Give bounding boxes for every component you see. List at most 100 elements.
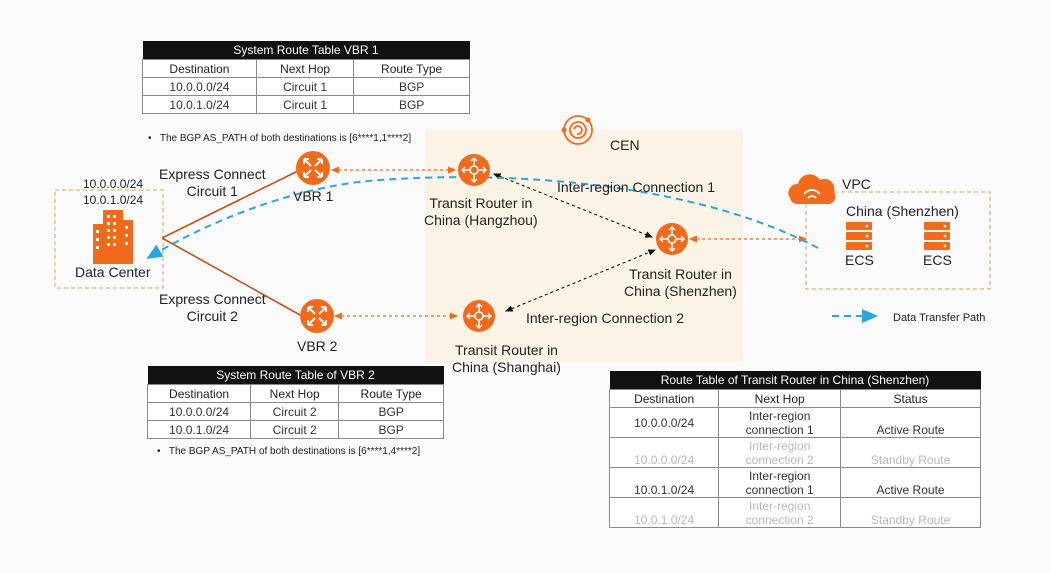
irc1-label: Inter-region Connection 1 (557, 179, 715, 195)
cell: 10.0.0.0/24 (608, 437, 720, 468)
dc-cidr-1: 10.0.0.0/24 (83, 177, 144, 191)
data-center-label: Data Center (75, 264, 151, 280)
table-row: 10.0.0.0/24 Circuit 2 BGP (146, 402, 444, 421)
ecs-1-icon (846, 222, 872, 250)
col-header: Next Hop (255, 59, 355, 78)
vbr1-label: VBR 1 (293, 188, 334, 204)
circuit-2-line (161, 237, 301, 316)
tr-sh-line1: Transit Router in (455, 342, 558, 358)
cell: 10.0.1.0/24 (608, 497, 720, 528)
cell: 10.0.1.0/24 (142, 95, 257, 114)
cell: Circuit 2 (250, 420, 340, 439)
irc1-line (492, 173, 654, 238)
table-row: 10.0.0.0/24 Circuit 1 BGP (142, 77, 470, 96)
dc-cidr-2: 10.0.1.0/24 (83, 193, 144, 207)
tr-shenzhen-label: Transit Router in China (Shenzhen) (624, 266, 737, 300)
vbr1-table-title: System Route Table VBR 1 (142, 41, 470, 60)
tr-hz-line1: Transit Router in (429, 195, 533, 211)
vbr1-icon (296, 151, 330, 185)
cell: 10.0.1.0/24 (608, 467, 720, 498)
cell: BGP (353, 95, 470, 114)
hop-line: Inter-region (749, 438, 811, 453)
cell: Circuit 1 (255, 77, 355, 96)
cell: BGP (338, 402, 444, 421)
table-row: 10.0.1.0/24 Circuit 1 BGP (142, 95, 470, 114)
vbr2-note: • The BGP AS_PATH of both destinations i… (157, 446, 420, 457)
hop-line: connection 2 (745, 452, 814, 467)
data-transfer-path (146, 176, 819, 260)
col-header: Status (840, 389, 981, 408)
cen-label: CEN (610, 137, 640, 153)
circuit-1-line (161, 169, 301, 239)
circuit-1-label: Express Connect Circuit 1 (159, 166, 266, 200)
cell: BGP (353, 77, 470, 96)
col-header: Route Type (338, 384, 444, 403)
bullet-icon: • (157, 446, 161, 457)
vbr2-table-title: System Route Table of VBR 2 (147, 366, 444, 385)
cell: Active Route (840, 407, 981, 438)
tr-hangzhou-label: Transit Router in China (Hangzhou) (424, 195, 538, 229)
hop-line: Inter-region (749, 408, 811, 423)
cell: BGP (338, 420, 444, 439)
vbr1-note: • The BGP AS_PATH of both destinations i… (148, 133, 411, 144)
vpc-region-label: China (Shenzhen) (846, 203, 959, 219)
col-header: Next Hop (250, 384, 340, 403)
hop-line: connection 1 (745, 482, 814, 497)
legend-label: Data Transfer Path (893, 312, 986, 324)
col-header: Destination (146, 384, 252, 403)
cell: 10.0.0.0/24 (142, 77, 257, 96)
vbr2-note-text: The BGP AS_PATH of both destinations is … (168, 446, 421, 457)
cell: Standby Route (840, 437, 981, 468)
cell: Circuit 2 (250, 402, 340, 421)
ecs-1-label: ECS (845, 252, 874, 268)
cell: Standby Route (840, 497, 981, 528)
vpc-label: VPC (842, 176, 871, 192)
tr-table-title: Route Table of Transit Router in China (… (609, 371, 981, 390)
circuit-1-line2: Circuit 1 (186, 183, 238, 199)
vbr1-route-table: System Route Table VBR 1 Destination Nex… (142, 41, 470, 114)
hop-line: connection 2 (745, 512, 814, 527)
hop-line: connection 1 (745, 422, 814, 437)
cen-icon (561, 115, 593, 145)
col-header: Destination (608, 389, 720, 408)
hop-line: Inter-region (749, 498, 811, 513)
vbr1-note-text: The BGP AS_PATH of both destinations is … (159, 133, 412, 144)
bullet-icon: • (148, 133, 152, 144)
vbr2-icon (300, 299, 334, 333)
col-header: Next Hop (718, 389, 842, 408)
vpc-cloud-icon (788, 174, 836, 204)
cell: 10.0.0.0/24 (146, 402, 252, 421)
circuit-1-line1: Express Connect (159, 166, 266, 182)
tr-shanghai-icon (463, 300, 495, 332)
tr-shenzhen-icon (656, 223, 688, 255)
circuit-2-line2: Circuit 2 (186, 308, 238, 324)
tr-hangzhou-icon (458, 154, 490, 186)
tr-sz-line1: Transit Router in (628, 266, 732, 282)
ecs-2-label: ECS (923, 252, 952, 268)
tr-shenzhen-route-table: Route Table of Transit Router in China (… (608, 371, 981, 528)
irc2-label: Inter-region Connection 2 (526, 310, 684, 326)
col-header: Route Type (353, 59, 470, 78)
cell: Active Route (840, 467, 981, 498)
data-center-building-icon (93, 210, 133, 264)
circuit-2-label: Express Connect Circuit 2 (159, 291, 266, 325)
vbr2-label: VBR 2 (297, 338, 338, 354)
ecs-2-icon (924, 222, 950, 250)
col-header: Destination (142, 59, 257, 78)
tr-sz-line2: China (Shenzhen) (624, 283, 737, 299)
tr-hz-line2: China (Hangzhou) (424, 212, 538, 228)
tr-sh-line2: China (Shanghai) (452, 359, 561, 375)
irc2-line (504, 249, 657, 312)
cell: Circuit 1 (255, 95, 355, 114)
hop-line: Inter-region (749, 468, 811, 483)
cell: 10.0.1.0/24 (146, 420, 252, 439)
